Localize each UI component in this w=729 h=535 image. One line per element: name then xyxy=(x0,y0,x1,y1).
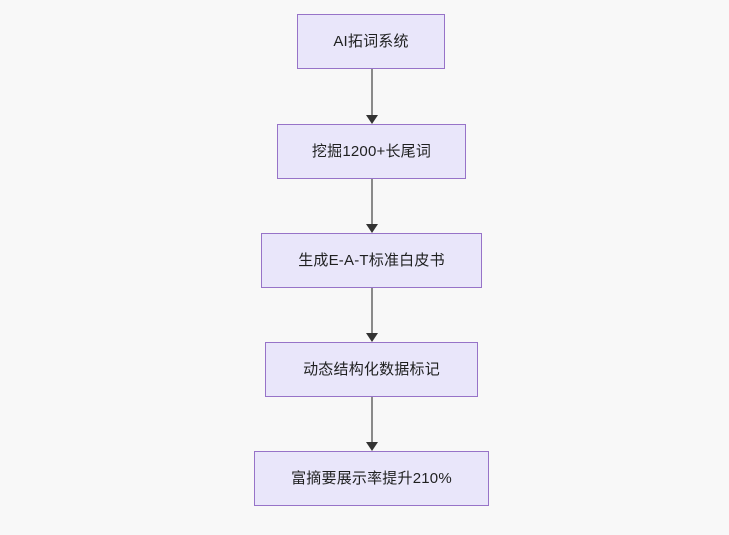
arrowhead-n1-n2 xyxy=(366,115,378,124)
flow-node-label: 生成E-A-T标准白皮书 xyxy=(298,251,445,269)
arrowhead-n3-n4 xyxy=(366,333,378,342)
flow-node-rich-snippet-impression-uplift[interactable]: 富摘要展示率提升210% xyxy=(254,451,489,506)
flow-node-label: 动态结构化数据标记 xyxy=(303,360,440,378)
edge-n2-n3 xyxy=(371,179,373,224)
arrowhead-n2-n3 xyxy=(366,224,378,233)
flow-node-dynamic-structured-data-markup[interactable]: 动态结构化数据标记 xyxy=(265,342,478,397)
flow-node-ai-keyword-system[interactable]: AI拓词系统 xyxy=(297,14,445,69)
flow-node-label: 挖掘1200+长尾词 xyxy=(311,142,432,160)
arrowhead-n4-n5 xyxy=(366,442,378,451)
flow-node-mine-longtail-keywords[interactable]: 挖掘1200+长尾词 xyxy=(277,124,466,179)
flow-node-label: AI拓词系统 xyxy=(333,32,409,50)
edge-n1-n2 xyxy=(371,69,373,115)
edge-n3-n4 xyxy=(371,288,373,333)
edge-n4-n5 xyxy=(371,397,373,442)
flow-node-generate-eat-whitepaper[interactable]: 生成E-A-T标准白皮书 xyxy=(261,233,482,288)
flow-node-label: 富摘要展示率提升210% xyxy=(291,469,452,487)
